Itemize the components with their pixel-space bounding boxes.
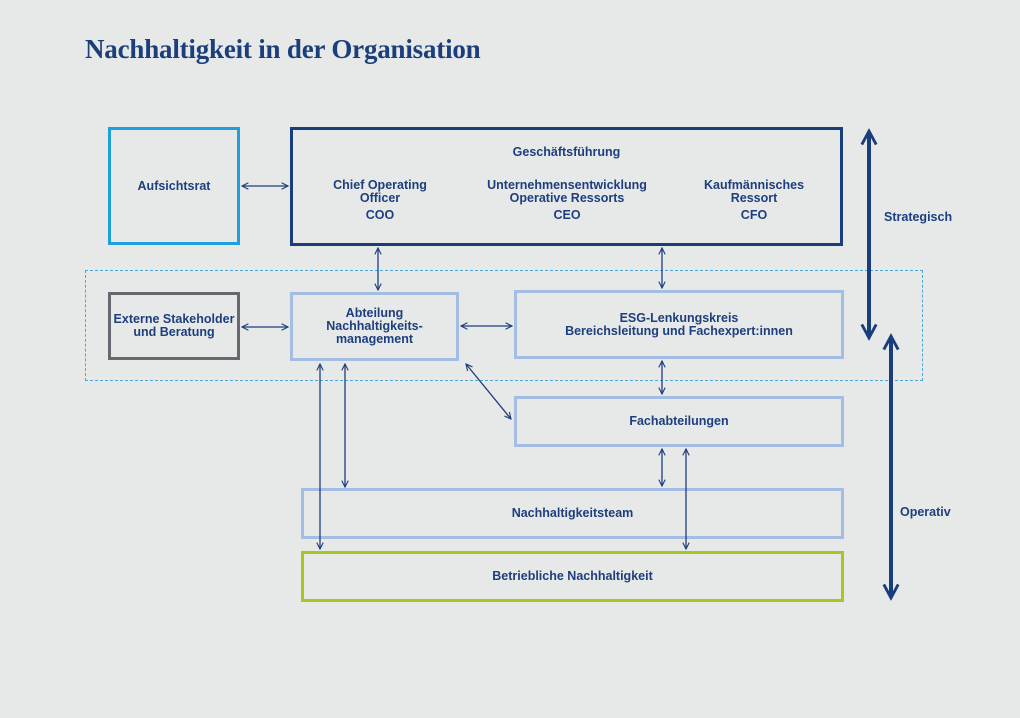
node-esg-line1: ESG-Lenkungskreis (619, 310, 739, 325)
node-betriebliche-nachhaltigkeit: Betriebliche Nachhaltigkeit (301, 551, 844, 602)
node-aufsichtsrat-label: Aufsichtsrat (137, 178, 211, 193)
role-ceo-line1: Unternehmensentwicklung (487, 178, 647, 192)
page-title: Nachhaltigkeit in der Organisation (85, 34, 481, 64)
arrow-abteilung-fachabteilungen (466, 364, 511, 419)
level-label-strategisch: Strategisch (884, 210, 953, 224)
geschaeftsfuehrung-roles: Chief Operating Officer COO Unternehmens… (293, 179, 840, 239)
role-cfo: Kaufmännisches Ressort CFO (654, 179, 854, 222)
role-ceo-line2: Operative Ressorts (509, 191, 625, 205)
node-aufsichtsrat: Aufsichtsrat (108, 127, 240, 245)
node-abteilung-line3: management (335, 332, 414, 346)
role-coo-line1: Chief Operating (333, 178, 427, 192)
node-abteilung-nachhaltigkeitsmanagement: Abteilung Nachhaltigkeits- management (290, 292, 459, 361)
node-geschaeftsfuehrung: Geschäftsführung Chief Operating Officer… (290, 127, 843, 246)
node-abteilung-line1: Abteilung (345, 306, 404, 320)
node-betrieblich-label: Betriebliche Nachhaltigkeit (492, 569, 653, 583)
node-geschaeftsfuehrung-title: Geschäftsführung (512, 145, 621, 159)
node-externe-stakeholder: Externe Stakeholder und Beratung (108, 292, 240, 360)
role-coo: Chief Operating Officer COO (280, 179, 480, 222)
level-label-operativ: Operativ (900, 505, 951, 519)
node-nachhaltigkeitsteam: Nachhaltigkeitsteam (301, 488, 844, 539)
role-ceo: Unternehmensentwicklung Operative Ressor… (467, 179, 667, 222)
node-esg-line2: Bereichsleitung und Fachexpert:innen (565, 323, 793, 338)
node-fachabteilungen-label: Fachabteilungen (629, 414, 729, 428)
node-fachabteilungen: Fachabteilungen (514, 396, 844, 447)
node-externe-line2: und Beratung (133, 325, 215, 339)
node-team-label: Nachhaltigkeitsteam (511, 506, 634, 520)
role-cfo-abbr: CFO (740, 208, 768, 222)
node-abteilung-line2: Nachhaltigkeits- (326, 319, 423, 333)
node-externe-line1: Externe Stakeholder (113, 312, 235, 326)
role-coo-abbr: COO (365, 208, 395, 222)
role-coo-line2: Officer (359, 191, 401, 205)
role-cfo-line2: Ressort (730, 191, 778, 205)
role-ceo-abbr: CEO (553, 208, 581, 222)
node-esg-lenkungskreis: ESG-Lenkungskreis Bereichsleitung und Fa… (514, 290, 844, 359)
role-cfo-line1: Kaufmännisches (703, 178, 805, 192)
